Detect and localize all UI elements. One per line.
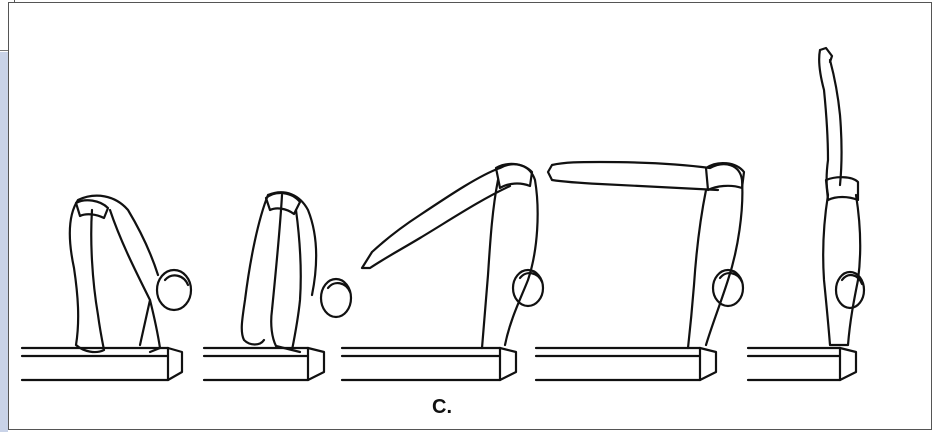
- stage-2-body: [242, 192, 316, 352]
- stage-4-figure: [536, 162, 744, 380]
- stage-1-body: [70, 196, 160, 352]
- stage-1-figure: [22, 196, 191, 380]
- stage-3-body: [362, 164, 538, 348]
- stage-4-block: [536, 348, 716, 380]
- stage-3-figure: [342, 164, 543, 380]
- stage-2-block: [204, 348, 324, 380]
- stage-5-figure: [748, 48, 864, 380]
- stage-5-block: [748, 348, 856, 380]
- stage-3-block: [342, 348, 516, 380]
- stage-5-shorts: [826, 177, 858, 200]
- stage-2-figure: [204, 192, 351, 380]
- stage-1-block: [22, 348, 182, 380]
- figure-caption: C.: [432, 396, 452, 419]
- stage-2-head: [321, 279, 351, 317]
- stage-5-head: [836, 272, 864, 308]
- stage-4-body: [548, 162, 742, 348]
